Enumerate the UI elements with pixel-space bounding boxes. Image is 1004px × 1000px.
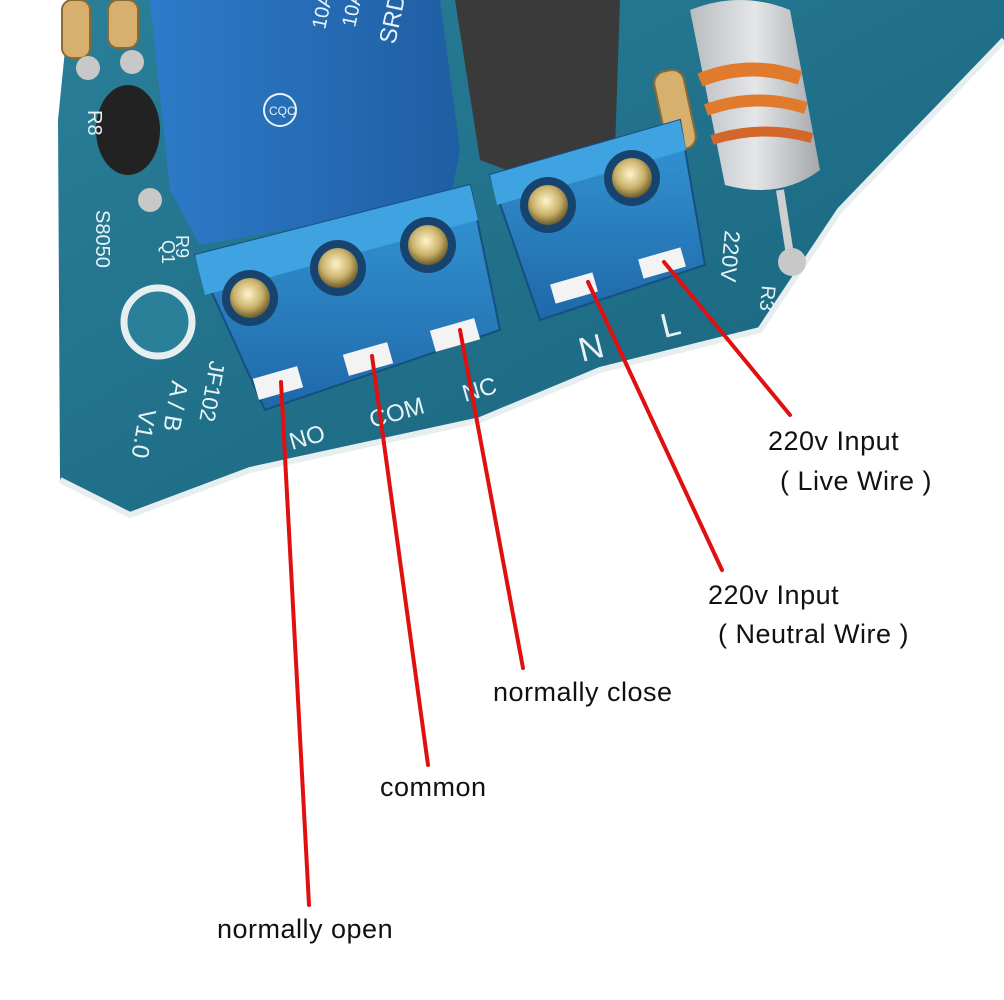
silk-r9: R9 [172,235,192,258]
label-live-line1: 220v Input [768,426,900,456]
callout-line-normally-open [279,380,311,907]
power-resistor [690,0,820,276]
label-neutral-line1: 220v Input [708,580,840,610]
terminal-block-power [488,118,707,322]
relay-cert: CQC [269,104,296,118]
relay-body [150,0,460,245]
pcb-edge [58,37,1004,519]
callout-line-neutral [586,280,724,572]
silk-s8050: S8050 [91,210,113,268]
label-common: common [380,772,487,802]
capacitor-block [455,0,620,175]
solder-pad-3 [138,188,162,212]
callout-lines [279,260,792,907]
wire-slot-nc [429,318,481,352]
resistor-top-left-2 [107,0,139,49]
terminal-block-relay [193,183,502,412]
wire-slot-no [252,366,304,400]
label-live-line2: ( Live Wire ) [780,466,933,496]
callout-line-normally-close [458,328,525,670]
label-neutral-line2: ( Neutral Wire ) [718,619,910,649]
solder-pad-2 [120,50,144,74]
wire-slot-l [638,247,686,279]
callout-line-common [370,354,430,767]
wire-slot-n [550,272,598,304]
mounting-hole [120,284,196,360]
silk-r8: R8 [83,110,105,136]
transistor-q1 [96,85,160,175]
silk-r3: R3 [755,285,779,312]
silk-220v: 220V [716,230,745,284]
solder-pad-1 [76,56,100,80]
resistor-top-left-1 [61,0,91,59]
silk-q1: Q1 [158,240,178,264]
label-normally-close: normally close [493,677,673,707]
label-normally-open: normally open [217,914,394,944]
relay-cert-mark [263,93,297,127]
callout-line-live [662,260,792,417]
wire-slot-com [342,342,394,376]
